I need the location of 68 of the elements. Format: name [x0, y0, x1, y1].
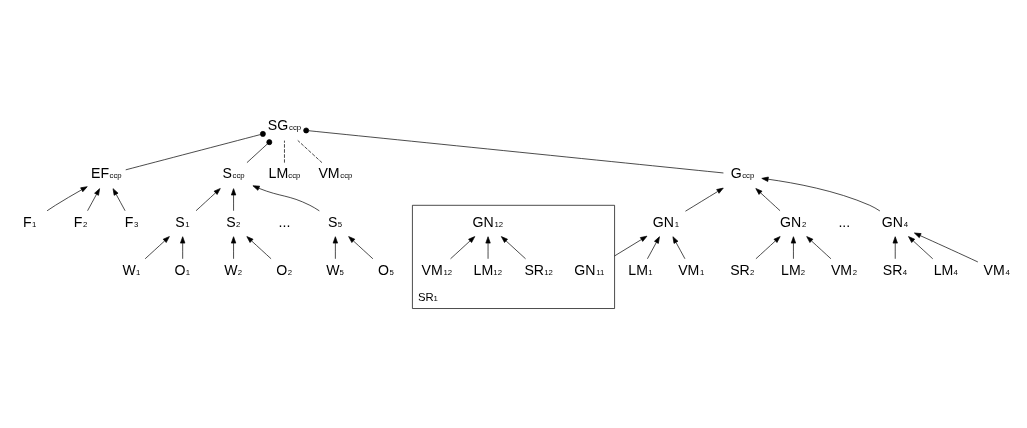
- arrow: [450, 235, 476, 259]
- label: ...: [278, 213, 291, 230]
- arrow: [806, 235, 832, 259]
- node-text: W1: [122, 261, 141, 278]
- arrow: [647, 235, 660, 259]
- node-text: S1: [175, 213, 190, 230]
- arrow: [914, 232, 979, 262]
- node-text: EFccp: [91, 164, 122, 181]
- arrow: [685, 187, 724, 212]
- node-text: VMccp: [318, 164, 353, 181]
- node-text: VM2: [830, 261, 858, 278]
- node-text: W2: [224, 261, 243, 278]
- connector: [125, 130, 266, 170]
- node-text: O1: [174, 261, 191, 278]
- arrow: [761, 176, 881, 211]
- arrow: [180, 235, 186, 259]
- node-text: S5: [327, 213, 343, 230]
- connector: [284, 139, 285, 163]
- arrow: [755, 235, 781, 259]
- node-text: O2: [276, 261, 292, 278]
- arrow: [908, 235, 934, 259]
- arrow: [892, 235, 898, 259]
- arrow: [231, 235, 237, 259]
- arrow: [614, 235, 648, 256]
- node-text: W5: [326, 261, 344, 278]
- arrow: [46, 185, 88, 211]
- connector: [303, 127, 724, 173]
- node-text: GN2: [780, 213, 807, 230]
- node-text: F1: [22, 213, 37, 230]
- node-text: SR12: [524, 261, 553, 278]
- node-text: LMccp: [268, 164, 301, 181]
- node-text: O5: [378, 261, 394, 278]
- arrow: [246, 235, 272, 259]
- arrow: [672, 235, 686, 259]
- node-text: Gccp: [730, 164, 755, 181]
- node-text: S2: [226, 213, 241, 230]
- arrow: [332, 235, 338, 259]
- node-text: GN12: [472, 213, 504, 230]
- arrow: [790, 235, 796, 259]
- node-text: F3: [124, 213, 139, 230]
- arrow: [252, 184, 320, 211]
- node-text: GN11: [574, 261, 605, 278]
- arrow: [195, 187, 221, 211]
- arrow: [231, 187, 237, 211]
- node-text: LM12: [473, 261, 502, 278]
- arrow: [755, 187, 781, 211]
- arrow: [144, 235, 170, 259]
- node-text: VM1: [678, 261, 705, 278]
- connector: [246, 138, 273, 163]
- node-text: F2: [73, 213, 88, 230]
- node-text: SR2: [730, 261, 755, 278]
- connector: [297, 139, 323, 163]
- arrow: [348, 235, 374, 259]
- arrow: [500, 235, 526, 259]
- arrow: [87, 187, 100, 211]
- node-text: LM1: [628, 261, 653, 278]
- node-text: VM4: [983, 261, 1010, 278]
- node-text: Sccp: [222, 164, 245, 181]
- node-text: LM4: [933, 261, 958, 278]
- node-text: VM12: [421, 261, 453, 278]
- arrow: [485, 235, 491, 259]
- node-text: SGccp: [267, 116, 302, 133]
- label: ...: [838, 213, 851, 230]
- node-text: GN1: [652, 213, 679, 230]
- arrow: [112, 187, 126, 211]
- node-text: LM2: [781, 261, 806, 278]
- node-text: SR4: [882, 261, 907, 278]
- node-text: GN4: [881, 213, 909, 230]
